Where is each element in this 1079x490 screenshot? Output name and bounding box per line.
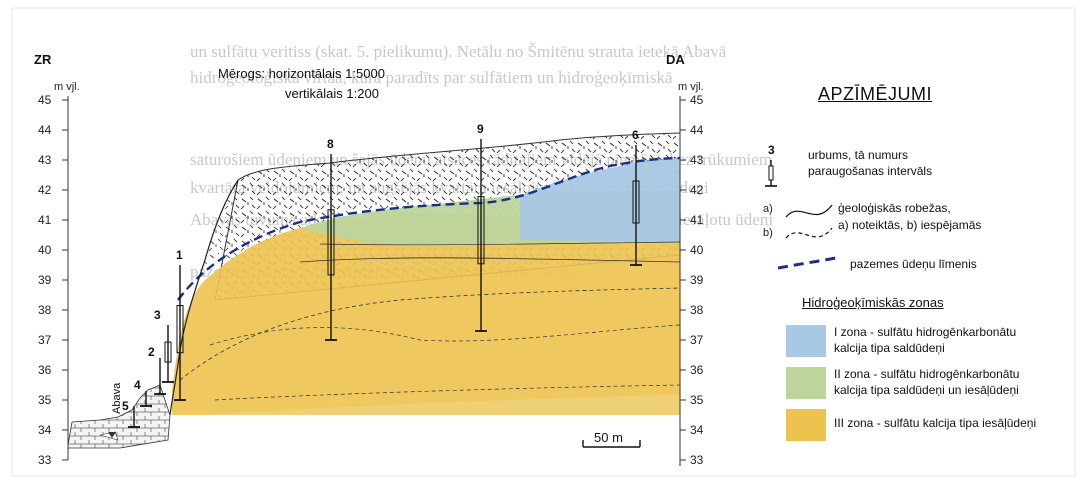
legend-well-text-2: paraugošanas intervāls [808,164,933,178]
left-unit-label: m vjl. [54,81,80,93]
axis-tick-label: 36 [38,363,52,377]
scale-bar [582,440,641,448]
geological-boundary-line [209,324,681,346]
axis-tick-label: 38 [38,303,52,317]
scale-bar-label: 50 m [594,430,623,445]
well-1-label: 1 [176,248,183,262]
axis-tick-label: 42 [38,183,52,197]
axis-tick-label: 39 [38,273,52,287]
scale-vertical: vertikālais 1:200 [285,86,379,101]
legend-zone-3-line-1: III zona - sulfātu kalcija tipa iesāļūde… [834,416,1037,430]
legend-zone-2-line-1: II zona - sulfātu hidrogēnkarbonātu [834,367,1020,381]
axis-tick-label: 42 [690,183,704,197]
background-text-line: un sulfātu veritiss (skat. 5. pielikumu)… [190,42,727,61]
well-3-label: 3 [154,308,161,322]
left-direction-label: ZR [34,52,52,67]
legend-zone-1-swatch [786,325,826,357]
well-5-label: 5 [122,399,129,413]
axis-tick-label: 33 [38,453,52,467]
well-4-label: 4 [134,378,141,392]
axis-tick-label: 35 [38,393,52,407]
axis-tick-label: 45 [38,93,52,107]
axis-tick-label: 40 [38,243,52,257]
axis-tick-label: 38 [690,303,704,317]
axis-tick-label: 44 [690,123,704,137]
legend-title: APZĪMĒJUMI [818,84,933,104]
well-6-sampling-interval [632,180,640,224]
legend-well-number: 3 [768,143,775,157]
axis-tick-label: 44 [38,123,52,137]
well-8-sampling-interval [327,209,335,276]
well-9-label: 9 [477,122,484,136]
well-9-sampling-interval [477,196,485,265]
well-2-label: 2 [148,345,155,359]
axis-tick-label: 41 [38,213,52,227]
scale-title: Mērogs: horizontālais 1:5000 [218,66,385,81]
zone-3-area [172,214,680,415]
legend-groundwater-line [777,256,837,270]
zone-1-area [520,158,680,242]
legend-zone-3-swatch [786,409,826,441]
river-water-level-marker [108,432,116,438]
axis-tick-label: 34 [38,423,52,437]
axis-tick-label: 37 [690,333,704,347]
axis-tick-label: 34 [690,423,704,437]
legend-well-symbol [765,160,777,187]
legend-groundwater-text: pazemes ūdeņu līmenis [850,257,977,271]
right-elevation-axis: 45 44 43 42 41 40 39 38 37 36 35 34 33 [679,93,704,467]
well-1-sampling-interval [176,305,184,354]
terrain-surface-line [169,179,239,416]
geological-boundary-line [214,384,681,401]
axis-tick-label: 36 [690,363,704,377]
legend-boundary-text-2: a) noteiktās, b) iespējamās [838,218,982,232]
well-8-label: 8 [327,137,334,151]
page-frame [11,7,1076,477]
axis-tick-label: 35 [690,393,704,407]
axis-tick-label: 45 [690,93,704,107]
wells-group: 1 2 3 45 6 8 9 [122,122,642,428]
legend-zone-1-line-1: I zona - sulfātu hidrogēnkarbonātu [834,325,1017,339]
left-elevation-axis: 45 44 43 42 41 40 39 38 37 36 35 34 33 [38,93,69,467]
groundwater-level-line [177,156,681,301]
geological-boundary-line [179,287,681,381]
legend-boundary-text-1: ģeoloģiskās robežas, [838,201,951,215]
legend-well-text-1: urbums, tā numurs [808,148,909,162]
legend-zone-2-line-2: kalcija tipa saldūdeņi un iesāļūdeņi [834,383,1019,397]
bedrock-layer [67,384,171,449]
right-unit-label: m vjl. [678,81,704,93]
axis-tick-label: 37 [38,333,52,347]
legend-zones-heading: Hidroģeoķīmiskās zonas [802,295,944,310]
right-direction-label: DA [666,52,685,67]
axis-tick-label: 33 [690,453,704,467]
axis-tick-label: 39 [690,273,704,287]
legend-zone-2-swatch [786,367,826,399]
cover-layer-upper [200,133,680,270]
axis-tick-label: 43 [690,153,704,167]
legend-marker-b: b) [763,227,773,239]
legend-marker-a: a) [763,203,773,215]
background-text-line: hidroģeoloģiskā virtaā, kurā paradīts pa… [190,68,673,87]
axis-tick-label: 40 [690,243,704,257]
axis-tick-label: 43 [38,153,52,167]
well-6-label: 6 [632,128,639,142]
legend-zone-1-line-2: kalcija tipa saldūdeņi [834,341,945,355]
geological-boundary-line [299,257,681,263]
axis-tick-label: 41 [690,213,704,227]
river-label: Abava [111,382,123,414]
well-3-sampling-interval [164,341,172,363]
zone-3-lower-shade [200,395,680,415]
legend-boundary-solid [785,204,833,218]
legend-boundary-dashed [785,227,833,239]
